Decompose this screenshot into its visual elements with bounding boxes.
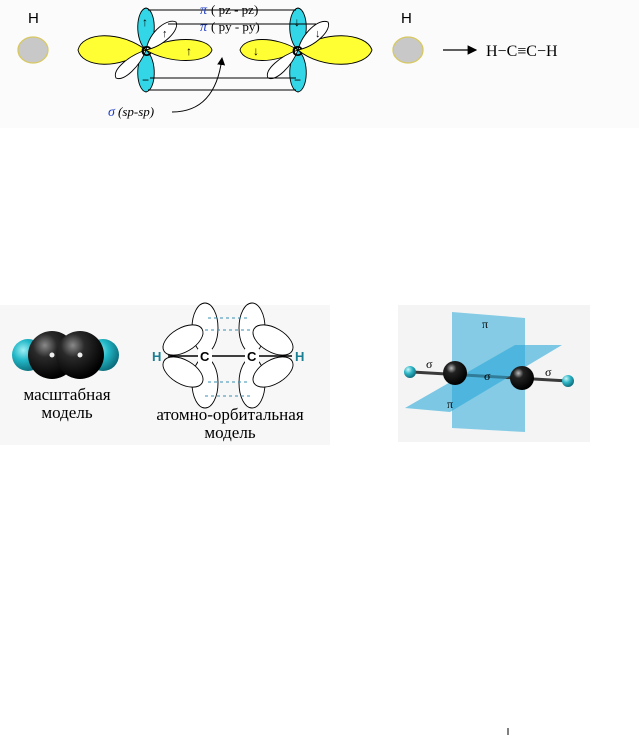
electron-arrow-py-left: ↑ [162,28,168,40]
sigma-pointer-arrow [171,57,226,113]
ao-right-lobe-downright [252,356,294,388]
pi-py-label: ( py - py) [211,19,260,34]
sp-lobe-left-inner [145,39,213,61]
ao-c-left-label: C [200,349,210,364]
electron-arrow-pz-left: ↑ [142,15,148,29]
bonds-h-right [562,375,574,387]
ao-h-left-label: H [152,349,161,364]
scale-model-caption-line1: масштабная [23,385,111,404]
space-fill-c-left-highlight [49,352,55,358]
pi-label-top: π [482,317,488,331]
ao-left-lobe-downleft [162,356,204,388]
bonds-c-left [443,361,467,385]
ao-c-right-bg [245,349,259,363]
py-lobe-left-down [114,49,147,80]
acetylene-formula: H−C≡C−H [486,43,558,60]
c-left-label: C [141,43,152,60]
c-right-label: C [292,43,303,60]
sigma-sp-label: (sp-sp) [118,104,154,119]
h-left-s-orbital [17,36,49,64]
lobe-sign-right: − [294,73,301,87]
scale-model-caption-line2: модель [41,403,93,422]
acetylene-orbital-diagram: H H C C ↑ ↓ ↑ ↓ ↑ ↓ − − [0,0,639,128]
ao-h-right-label: H [295,349,304,364]
scale-model-caption: масштабная модель [8,386,126,422]
pi-pz-label: ( pz - pz) [211,2,258,17]
h-right-s-orbital [392,36,424,64]
ao-c-right-label: C [247,349,257,364]
pi-plane-horizontal [405,345,562,412]
pi-label-bottom: π [447,397,453,411]
bonds-c-right [510,366,534,390]
electron-arrow-sp-left: ↑ [186,44,192,58]
orbital-model-caption-line2: модель [204,423,256,442]
electron-arrow-py-right: ↓ [315,28,321,40]
pi-pz-symbol: π [200,3,208,18]
atomic-orbital-model: H H C C [152,302,304,409]
sp-lobe-right-inner [239,39,299,61]
h-right-label: H [401,10,412,27]
sp-lobe-right-outer [297,35,373,65]
orbital-model-caption-line1: атомно-орбитальная [156,405,304,424]
py-lobe-left-up [145,20,178,51]
bond-planes-3d: π π σ σ σ [398,305,590,442]
sigma-label-center: σ [484,369,491,383]
ao-right-lobe-upright [252,324,294,356]
sigma-symbol: σ [108,105,116,120]
space-fill-c-right-highlight [77,352,83,358]
sigma-label-left: σ [426,357,433,371]
py-lobe-right-up [297,20,330,51]
electron-arrow-pz-right: ↓ [294,15,300,29]
electron-arrow-sp-right: ↓ [253,44,259,58]
sigma-label-right: σ [545,365,552,379]
lobe-sign-left: − [142,73,149,87]
ao-c-left-bg [198,349,212,363]
sp-lobe-left-outer [77,35,147,65]
orbital-model-caption: атомно-орбитальная модель [140,406,320,442]
panel-background [0,0,639,128]
ao-left-lobe-upleft [162,324,204,356]
pi-py-symbol: π [200,20,208,35]
h-left-label: H [28,10,39,27]
bonds-h-left [404,366,416,378]
